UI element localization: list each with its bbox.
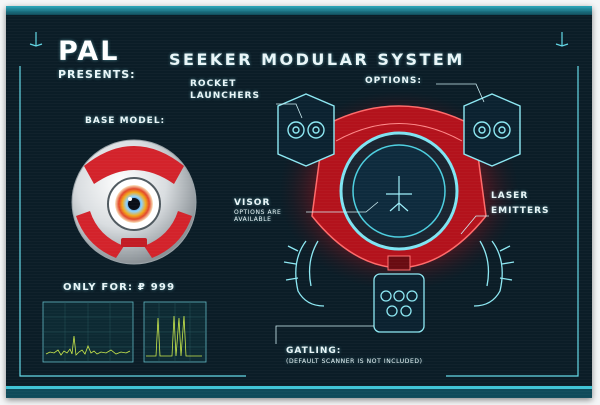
base-model-label: BASE MODEL: bbox=[85, 116, 166, 126]
laser-emitter-right bbox=[473, 240, 515, 307]
seeker-robot bbox=[311, 105, 487, 271]
gatling-note: (DEFAULT SCANNER IS NOT INCLUDED) bbox=[286, 358, 423, 365]
rocket-launchers-label-line2: LAUNCHERS bbox=[190, 91, 260, 101]
gatling-label: GATLING: bbox=[286, 346, 342, 356]
laser-emitters-label: LASER bbox=[491, 191, 529, 201]
presents-label: PRESENTS: bbox=[58, 68, 136, 81]
signal-graph-left bbox=[42, 301, 134, 363]
visor-note-line2: AVAILABLE bbox=[234, 216, 272, 223]
brand-logo: PAL bbox=[58, 36, 120, 67]
crosshair-icon bbox=[386, 176, 412, 212]
illustration bbox=[6, 6, 592, 398]
gatling-module bbox=[373, 273, 425, 333]
top-frame-bar bbox=[6, 6, 592, 15]
callout-lines bbox=[275, 83, 489, 344]
hud-frame bbox=[19, 32, 579, 377]
price-label: ONLY FOR: ₽ 999 bbox=[63, 282, 176, 293]
rocket-launcher-right bbox=[463, 93, 521, 167]
rocket-launchers-label: ROCKET bbox=[190, 79, 237, 89]
rocket-launcher-left bbox=[277, 93, 335, 167]
laser-emitters-label-line2: EMITTERS bbox=[491, 206, 550, 216]
visor-label: VISOR bbox=[234, 198, 271, 208]
options-label: OPTIONS: bbox=[365, 76, 422, 86]
signal-graph-right bbox=[143, 301, 207, 363]
product-info-card: PAL PRESENTS: SEEKER MODULAR SYSTEM OPTI… bbox=[6, 6, 592, 398]
visor-note-line1: OPTIONS ARE bbox=[234, 209, 282, 216]
laser-emitter-left bbox=[283, 240, 325, 307]
page-title: SEEKER MODULAR SYSTEM bbox=[169, 50, 465, 69]
base-model-ball bbox=[71, 139, 197, 265]
